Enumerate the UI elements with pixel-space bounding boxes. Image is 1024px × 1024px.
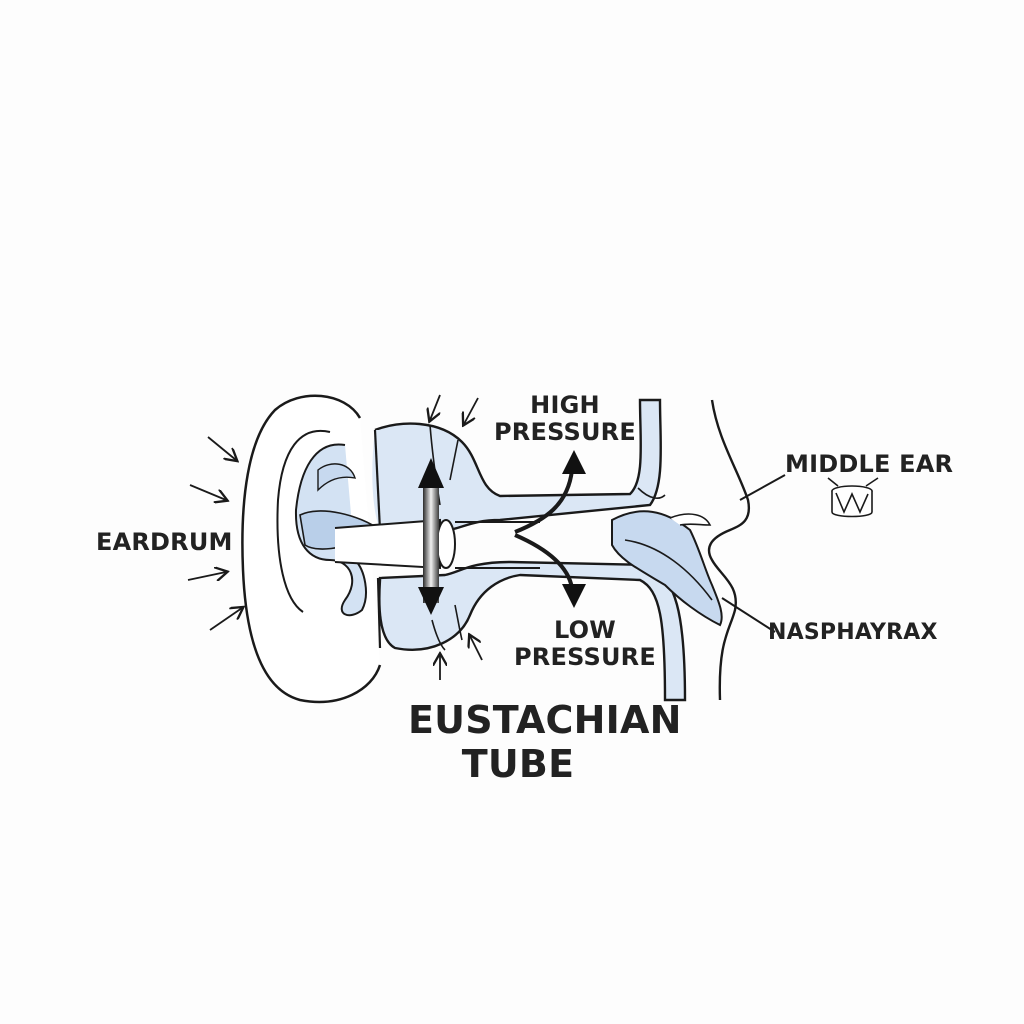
ear-canal bbox=[334, 518, 540, 570]
drum-icon bbox=[827, 477, 879, 518]
nasopharynx-leader bbox=[721, 597, 776, 633]
label-eustachian-line2: TUBE bbox=[461, 742, 575, 786]
label-middle-ear: MIDDLE EAR bbox=[785, 450, 954, 478]
low-pressure-arrow bbox=[514, 533, 586, 608]
pressure-arrow-icon bbox=[418, 458, 444, 615]
label-low-pressure-line2: PRESSURE bbox=[514, 643, 656, 671]
middle-ear-leader bbox=[739, 474, 786, 501]
label-nasopharynx: NASPHAYRAX bbox=[768, 620, 938, 645]
label-low-pressure-line1: LOW bbox=[554, 616, 616, 644]
label-high-pressure-line2: PRESSURE bbox=[494, 418, 636, 446]
sound-wave-arrows bbox=[187, 394, 483, 680]
label-high-pressure: HIGH PRESSURE bbox=[494, 392, 636, 446]
label-eustachian-line1: EUSTACHIAN bbox=[408, 698, 682, 742]
label-high-pressure-line1: HIGH bbox=[530, 391, 600, 419]
label-eardrum: EARDRUM bbox=[96, 528, 233, 556]
outer-ear bbox=[241, 394, 382, 704]
high-pressure-arrow bbox=[514, 450, 586, 534]
label-low-pressure: LOW PRESSURE bbox=[514, 617, 656, 671]
label-eustachian-tube: EUSTACHIAN TUBE bbox=[408, 698, 682, 786]
nasopharynx-region bbox=[611, 399, 751, 701]
